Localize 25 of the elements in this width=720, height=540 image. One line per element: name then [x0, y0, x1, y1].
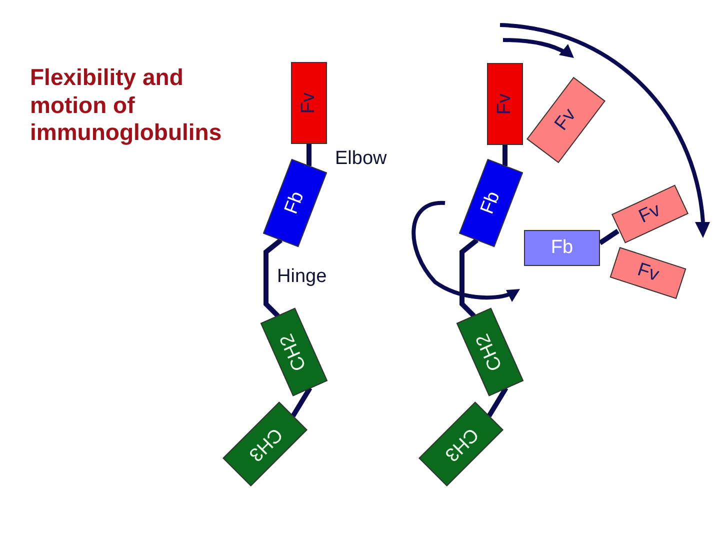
linker-line	[486, 386, 508, 418]
domain-label: CH2	[276, 330, 312, 374]
domain-label: CH2	[472, 330, 508, 374]
domain-label: Fv	[494, 93, 516, 115]
linker-line	[460, 238, 479, 318]
linker-line	[264, 238, 283, 318]
region-label: Elbow	[335, 148, 387, 170]
domain-label: Fv	[636, 200, 664, 228]
domain-label: Fb	[550, 237, 574, 259]
linker-line	[502, 144, 508, 166]
linker-line	[598, 228, 620, 246]
domain-box	[524, 230, 600, 266]
linker-line	[290, 386, 312, 418]
domain-label: CH3	[244, 422, 286, 466]
domain-label: Fv	[634, 259, 662, 287]
domain-label: CH3	[440, 422, 482, 466]
domain-label: Fv	[298, 92, 320, 114]
domain-box	[291, 62, 327, 144]
region-label: Hinge	[277, 266, 327, 288]
domain-label: Fb	[476, 188, 506, 218]
domain-label: Fv	[550, 104, 582, 136]
title: Flexibility and motion of immunoglobulins	[30, 64, 223, 147]
domain-box	[487, 63, 523, 145]
domain-label: Fb	[280, 188, 310, 218]
linker-line	[306, 144, 312, 166]
